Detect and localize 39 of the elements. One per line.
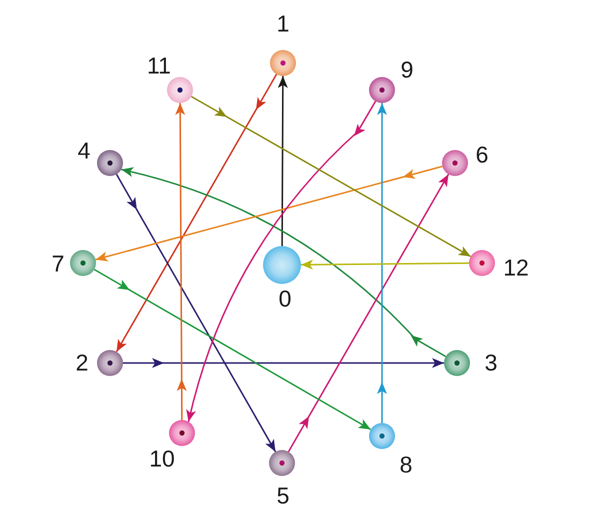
arrow: [175, 103, 187, 420]
arrow: [190, 96, 472, 258]
arrow: [121, 167, 446, 358]
circle-node: [269, 450, 295, 476]
circle-node: [369, 77, 395, 103]
arrow: [288, 174, 450, 452]
arrow: [95, 166, 443, 262]
node-number: 8: [400, 454, 412, 476]
arrow: [377, 103, 387, 423]
circle-node: [469, 250, 495, 276]
arrow: [123, 358, 444, 368]
arrow: [186, 100, 376, 422]
circle-node: [167, 77, 193, 103]
node-number: 5: [276, 484, 290, 508]
circle-node: [270, 50, 296, 76]
circle-node: [369, 423, 395, 449]
circle-node: [442, 150, 468, 176]
node-number: 10: [149, 448, 175, 470]
arrow: [301, 260, 469, 270]
circle-node: [263, 246, 301, 284]
arrow: [278, 76, 288, 246]
arrow: [116, 74, 278, 352]
node-number: 2: [76, 352, 88, 374]
circle-node: [97, 150, 123, 176]
node-number: 11: [147, 54, 171, 78]
node-number: 1: [276, 12, 290, 36]
circle-node: [70, 250, 96, 276]
node-number: 0: [278, 288, 292, 310]
node-number: 7: [52, 252, 64, 276]
node-number: 4: [78, 140, 90, 162]
node-number: 12: [503, 256, 529, 280]
arrow: [94, 268, 372, 430]
node-number: 9: [400, 58, 414, 82]
arrow: [116, 174, 276, 452]
node-number: 6: [476, 144, 488, 166]
node-number: 3: [484, 352, 498, 374]
circle-node: [169, 420, 195, 446]
circle-node: [97, 350, 123, 376]
circle-node: [444, 350, 470, 376]
